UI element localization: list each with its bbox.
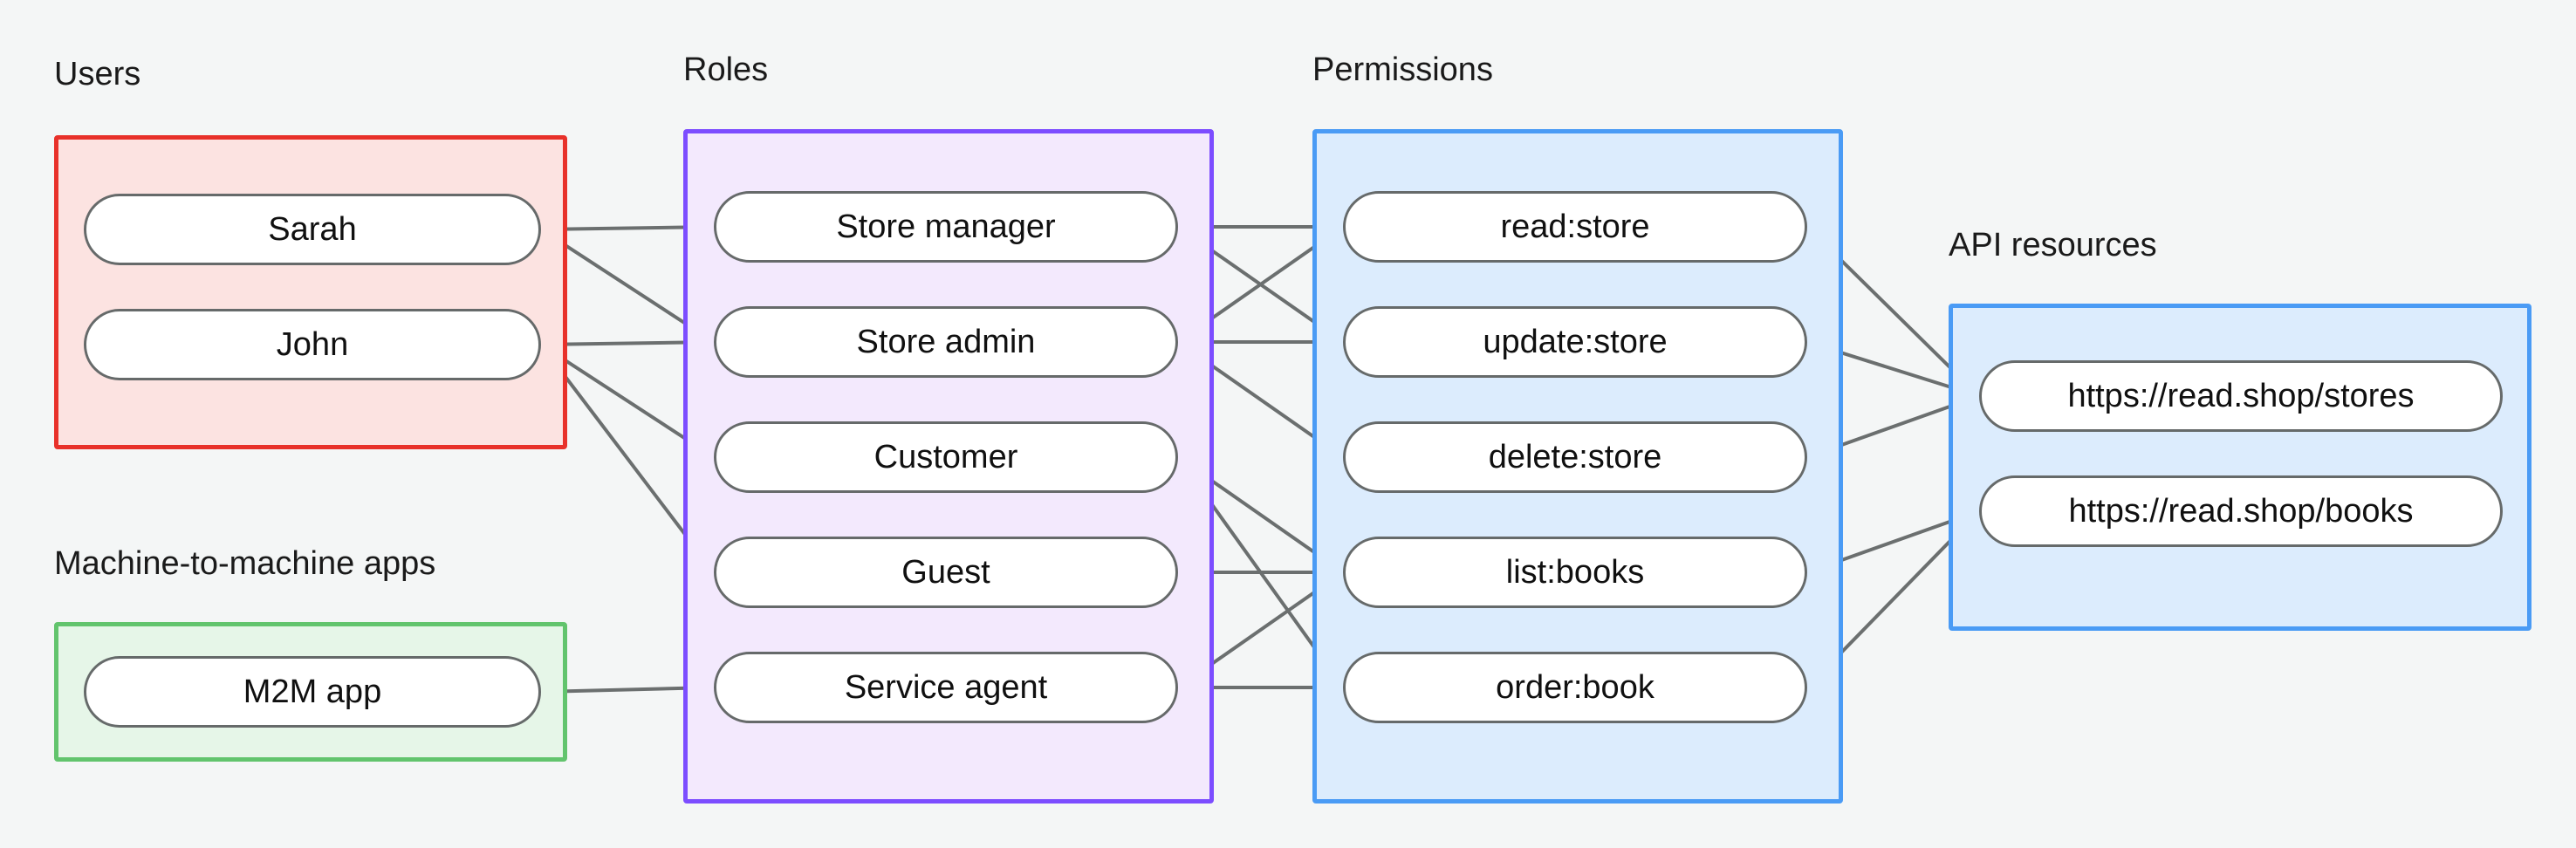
node-list-books[interactable]: list:books [1343,537,1807,608]
group-title-api-resources: API resources [1949,227,2157,263]
node-sarah[interactable]: Sarah [84,194,541,265]
node-john[interactable]: John [84,309,541,380]
group-title-users: Users [54,56,141,92]
node-store-admin[interactable]: Store admin [714,306,1178,378]
group-title-permissions: Permissions [1312,51,1493,88]
node-m2m-app[interactable]: M2M app [84,656,541,728]
group-box-api-resources [1949,304,2531,631]
group-title-m2m: Machine-to-machine apps [54,545,436,582]
node-customer[interactable]: Customer [714,421,1178,493]
group-box-users [54,135,567,449]
node-read-store[interactable]: read:store [1343,191,1807,263]
node-guest[interactable]: Guest [714,537,1178,608]
node-delete-store[interactable]: delete:store [1343,421,1807,493]
node-resource-books[interactable]: https://read.shop/books [1979,475,2503,547]
node-store-manager[interactable]: Store manager [714,191,1178,263]
node-update-store[interactable]: update:store [1343,306,1807,378]
node-service-agent[interactable]: Service agent [714,652,1178,723]
node-order-book[interactable]: order:book [1343,652,1807,723]
node-resource-stores[interactable]: https://read.shop/stores [1979,360,2503,432]
group-title-roles: Roles [683,51,769,88]
